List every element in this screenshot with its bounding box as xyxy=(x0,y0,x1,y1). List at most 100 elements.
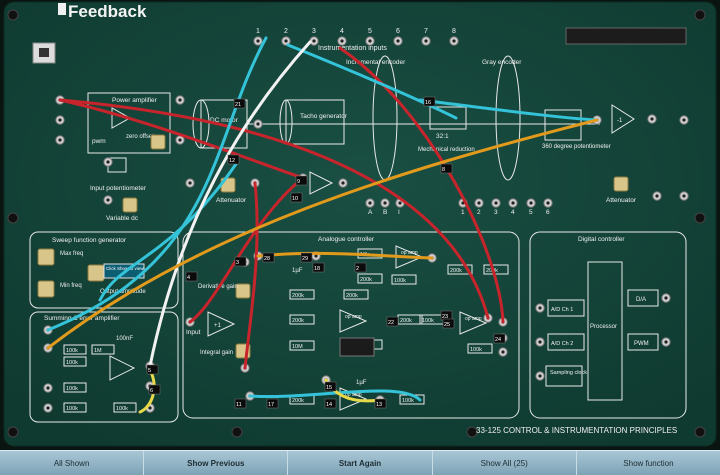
wire-marker: 15 xyxy=(324,381,337,392)
wire-marker: 5 xyxy=(146,364,159,375)
wire-marker: 3 xyxy=(234,256,247,267)
wire-marker: 14 xyxy=(324,398,337,409)
svg-text:A/D Ch 2: A/D Ch 2 xyxy=(551,341,573,347)
instrumentation-input-socket[interactable] xyxy=(365,36,375,46)
svg-text:16: 16 xyxy=(425,100,431,106)
patch-socket[interactable] xyxy=(679,115,689,125)
encoder-terminal-socket[interactable] xyxy=(543,198,553,208)
power-amplifier-block: Power amplifier pwm zero offset xyxy=(87,92,171,154)
patch-socket[interactable] xyxy=(498,347,508,357)
patch-socket[interactable] xyxy=(338,178,348,188)
wire-marker: 8 xyxy=(440,163,453,174)
instrumentation-input-number: 2 xyxy=(284,28,288,35)
svg-text:zero offset: zero offset xyxy=(126,134,154,140)
patch-socket[interactable] xyxy=(679,191,689,201)
svg-text:Summing & error amplifier: Summing & error amplifier xyxy=(44,315,120,322)
wire-orange xyxy=(46,118,599,350)
variable-dc-knob[interactable] xyxy=(122,197,138,213)
board-model-label: 33-125 CONTROL & INSTRUMENTATION PRINCIP… xyxy=(476,426,677,435)
patch-socket[interactable] xyxy=(175,135,185,145)
encoder-terminal-label: 3 xyxy=(494,209,498,216)
zero-offset-knob[interactable] xyxy=(150,134,166,150)
show-function-button[interactable]: Show function xyxy=(623,458,674,468)
svg-text:pwm: pwm xyxy=(92,138,106,145)
motor-assembly: DC motor Tacho generator Incremental enc… xyxy=(192,55,635,181)
wire-marker: 22 xyxy=(386,316,399,327)
patch-socket[interactable] xyxy=(43,403,53,413)
patch-socket[interactable] xyxy=(535,371,545,381)
analogue-resistor: 100k xyxy=(391,274,417,285)
svg-text:21: 21 xyxy=(235,102,241,108)
patch-socket[interactable] xyxy=(535,337,545,347)
encoder-terminal-socket[interactable] xyxy=(491,198,501,208)
encoder-terminal-socket[interactable] xyxy=(380,198,390,208)
wire-marker: 25 xyxy=(442,318,455,329)
svg-text:100nF: 100nF xyxy=(116,336,133,342)
patch-socket[interactable] xyxy=(55,135,65,145)
svg-text:Digital controller: Digital controller xyxy=(578,236,625,243)
svg-text:Attenuator: Attenuator xyxy=(606,197,637,204)
encoder-terminal-socket[interactable] xyxy=(474,198,484,208)
svg-text:Integral gain: Integral gain xyxy=(200,350,233,356)
ribbon-connector xyxy=(565,27,687,45)
output-amplitude-knob[interactable] xyxy=(87,264,105,282)
svg-text:100k: 100k xyxy=(470,347,482,353)
svg-text:100k: 100k xyxy=(402,398,414,404)
wire-marker: 9 xyxy=(295,175,308,186)
svg-text:1µF: 1µF xyxy=(356,380,367,386)
patch-socket[interactable] xyxy=(185,178,195,188)
encoder-terminal-socket[interactable] xyxy=(365,198,375,208)
summing-resistor: 100k xyxy=(63,344,87,355)
wire-marker: 21 xyxy=(233,98,246,109)
svg-text:100k: 100k xyxy=(116,406,128,412)
show-previous-button[interactable]: Show Previous xyxy=(144,451,289,475)
show-all-button[interactable]: Show All (25) xyxy=(433,451,577,475)
min-freq-knob[interactable] xyxy=(37,280,55,298)
svg-text:Incremental encoder: Incremental encoder xyxy=(346,59,406,66)
patch-socket[interactable] xyxy=(103,157,113,167)
instrumentation-input-socket[interactable] xyxy=(449,36,459,46)
svg-text:11: 11 xyxy=(236,402,242,408)
svg-text:200k: 200k xyxy=(360,277,372,283)
svg-text:100k: 100k xyxy=(66,348,78,354)
all-shown-button[interactable]: All Shown xyxy=(0,451,145,475)
instrumentation-input-socket[interactable] xyxy=(253,36,263,46)
wire-yellow xyxy=(138,368,156,414)
digital-controller-panel: Digital controller A/D Ch 1 A/D Ch 2 Pro… xyxy=(529,231,687,419)
svg-text:D/A: D/A xyxy=(636,297,646,303)
attenuator-right-knob[interactable] xyxy=(613,176,629,192)
svg-text:200k: 200k xyxy=(400,318,412,324)
instrumentation-input-number: 1 xyxy=(256,28,260,35)
encoder-terminal-socket[interactable] xyxy=(508,198,518,208)
instrumentation-input-socket[interactable] xyxy=(421,36,431,46)
patch-socket[interactable] xyxy=(647,114,657,124)
analogue-resistor: 200k xyxy=(343,289,369,300)
svg-text:13: 13 xyxy=(376,402,382,408)
patch-socket[interactable] xyxy=(652,191,662,201)
max-freq-knob[interactable] xyxy=(37,248,55,266)
patch-socket[interactable] xyxy=(175,95,185,105)
svg-text:10: 10 xyxy=(292,196,298,202)
patch-socket[interactable] xyxy=(43,383,53,393)
svg-text:6: 6 xyxy=(150,388,153,394)
navigation-bar: All Shown Show Previous Start Again Show… xyxy=(0,450,720,475)
instrumentation-input-socket[interactable] xyxy=(393,36,403,46)
patch-socket[interactable] xyxy=(661,293,671,303)
svg-text:Feedback: Feedback xyxy=(68,2,147,21)
instrumentation-input-number: 3 xyxy=(312,28,316,35)
patch-socket[interactable] xyxy=(103,195,113,205)
patch-socket[interactable] xyxy=(535,303,545,313)
patch-socket[interactable] xyxy=(661,337,671,347)
derivative-gain-knob[interactable] xyxy=(235,283,251,299)
patch-socket[interactable] xyxy=(253,119,263,129)
svg-text:100k: 100k xyxy=(66,386,78,392)
board-screws xyxy=(7,9,706,438)
svg-text:100k: 100k xyxy=(394,278,406,284)
start-again-button[interactable]: Start Again xyxy=(288,451,433,475)
encoder-terminal-socket[interactable] xyxy=(526,198,536,208)
instrumentation-input-socket[interactable] xyxy=(337,36,347,46)
patch-socket[interactable] xyxy=(55,115,65,125)
instrumentation-input-socket[interactable] xyxy=(281,36,291,46)
patch-wires xyxy=(46,36,599,414)
